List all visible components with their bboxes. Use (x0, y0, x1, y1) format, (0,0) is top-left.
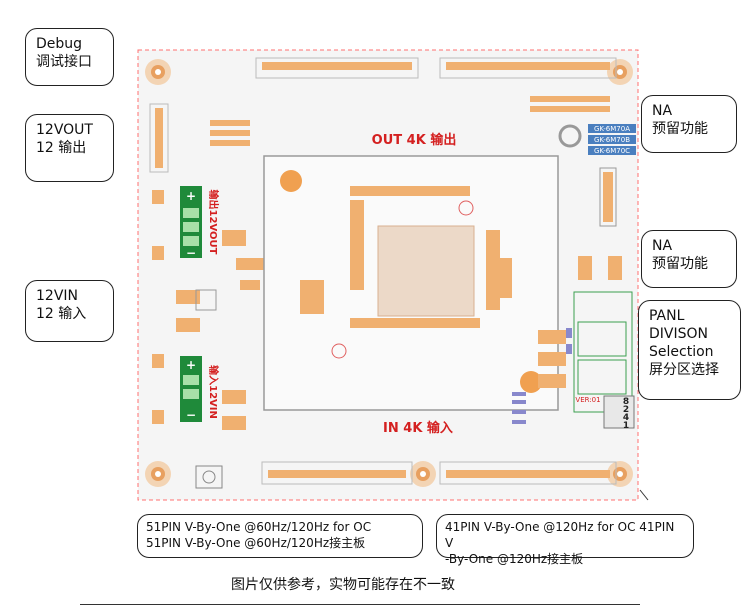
left-power-pads (152, 120, 266, 430)
version-label: VER:01 (575, 396, 600, 404)
small-purple-pads (512, 328, 572, 424)
right-pads (530, 96, 622, 388)
bottom-rule (80, 604, 640, 605)
callout-na-top: NA 预留功能 (641, 95, 737, 153)
top-connector-right (439, 57, 617, 79)
panel-division-switch (573, 291, 633, 413)
dip-4: 4 (623, 413, 629, 423)
callout-12vout: 12VOUT 12 输出 (25, 114, 114, 182)
na-header-right (599, 167, 617, 227)
fiducial-br (520, 371, 542, 393)
terminal-12vout: + − (180, 186, 202, 260)
terminal-12vin-plus: + (186, 358, 196, 372)
model-labels: GK-6M70A GK-6M70B GK-6M70C (588, 124, 636, 155)
vout-tag: 输出12VOUT (207, 190, 220, 255)
model-a: GK-6M70A (594, 125, 630, 133)
disclaimer-caption: 图片仅供参考，实物可能存在不一致 (231, 577, 455, 593)
fiducial-ring-left (331, 343, 347, 359)
callout-41pin: 41PIN V-By-One @120Hz for OC 41PIN V -By… (436, 514, 694, 566)
reset-button (195, 465, 223, 489)
dip-8: 8 (623, 397, 629, 407)
callout-na-mid: NA 预留功能 (641, 230, 737, 288)
in-4k-label: IN 4K 输入 (383, 420, 453, 436)
model-c: GK-6M70C (594, 147, 630, 155)
callout-panl-division: PANL DIVISON Selection 屏分区选择 (638, 300, 741, 400)
terminal-12vout-plus: + (186, 189, 196, 203)
inductor-left (195, 289, 217, 311)
main-soc (377, 225, 475, 317)
soc-pads (300, 186, 512, 328)
mounting-hole-tr (607, 59, 633, 85)
bottom-connector-right (439, 461, 617, 485)
gk-logo (558, 124, 582, 148)
mounting-hole-tl (145, 59, 171, 85)
fiducial-ring-right (458, 200, 474, 216)
callout-debug: Debug 调试接口 (25, 28, 114, 86)
debug-header (149, 103, 169, 173)
mounting-hole-bottom-mid (410, 461, 436, 487)
model-b: GK-6M70B (594, 136, 630, 144)
mounting-hole-br (607, 461, 633, 487)
fiducial-tl (280, 170, 302, 192)
out-4k-label: OUT 4K 输出 (372, 132, 457, 148)
callout-51pin: 51PIN V-By-One @60Hz/120Hz for OC 51PIN … (137, 514, 423, 558)
terminal-12vin: + − (180, 356, 202, 422)
terminal-12vin-minus: − (186, 408, 196, 422)
callout-12vin: 12VIN 12 输入 (25, 280, 114, 342)
mounting-hole-bl (145, 461, 171, 487)
terminal-12vout-minus: − (186, 246, 196, 260)
dip-1: 1 (623, 421, 629, 431)
dip-2: 2 (623, 405, 629, 415)
vin-tag: 输入12VIN (207, 365, 220, 419)
dip-switch: 8 2 4 1 (603, 395, 635, 431)
top-connector-left (255, 57, 419, 79)
bottom-connector-left (261, 461, 413, 485)
